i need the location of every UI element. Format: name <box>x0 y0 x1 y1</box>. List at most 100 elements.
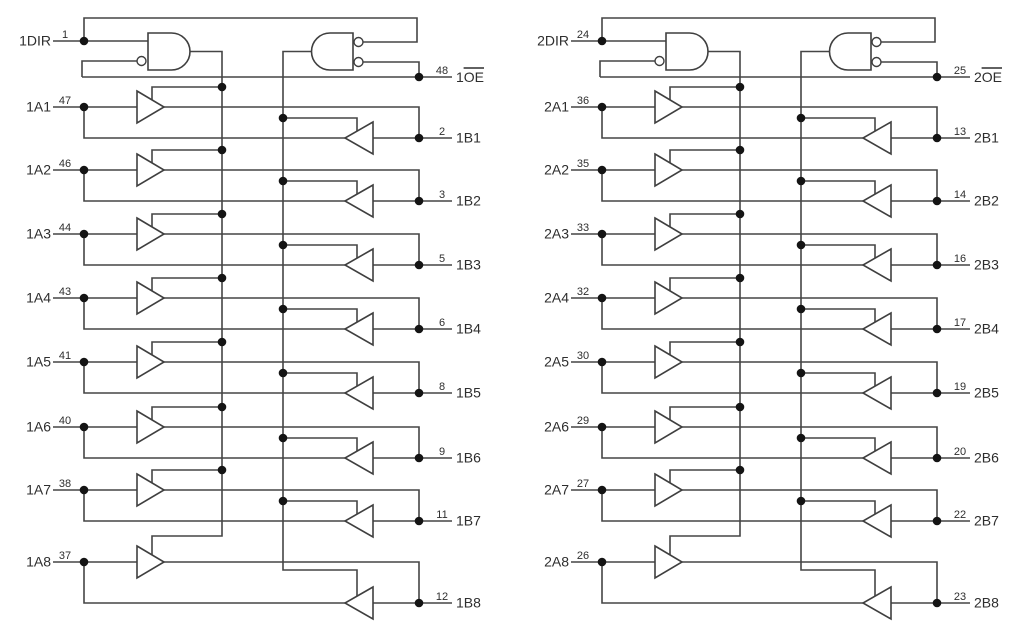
b-signal-label: 1B4 <box>456 321 481 337</box>
b-enable-stub-wire <box>283 372 358 386</box>
shapes-layer <box>136 32 374 621</box>
dir-top-rail-wire <box>601 17 936 43</box>
b-to-a-tristate-buffer-icon <box>343 440 374 476</box>
a-enable-stub-wire <box>151 213 222 227</box>
a-to-b-wire <box>164 361 420 393</box>
inverter-bubble-icon <box>136 55 147 67</box>
b-pin-junction-dot <box>414 133 424 143</box>
b-to-a-wire <box>601 107 863 139</box>
b-pin-number: 17 <box>954 317 966 329</box>
b-enable-stub-wire <box>801 117 876 131</box>
a-to-b-tristate-buffer-icon <box>136 216 166 252</box>
a-signal-label: 2A6 <box>544 419 569 435</box>
a-to-b-tristate-buffer-icon <box>654 409 684 445</box>
a-enable-stub-wire <box>151 469 222 483</box>
b-enable-stub-wire <box>283 308 358 322</box>
oe-to-gate1-wire <box>599 60 655 77</box>
dir-signal-label: 1DIR <box>19 33 51 49</box>
b-enable-stub-wire <box>801 372 876 386</box>
b-to-a-wire <box>83 234 345 266</box>
b-pin-junction-dot <box>414 598 424 608</box>
b-enable-stub-wire <box>283 244 358 258</box>
b-pin-number: 11 <box>436 509 447 521</box>
oe-signal-label: 2OE <box>974 69 1002 85</box>
a-to-b-wire <box>682 361 938 393</box>
b-to-a-wire <box>601 562 863 604</box>
a-signal-label: 2A5 <box>544 354 569 370</box>
oe-label-prefix: 2 <box>974 69 982 85</box>
b-to-a-wire <box>601 490 863 522</box>
b-enable-rail-wire <box>800 50 876 596</box>
a-to-b-wire <box>164 489 420 521</box>
b-pin-junction-dot <box>932 260 942 270</box>
a-pin-junction-dot <box>597 165 607 175</box>
a-pin-number: 46 <box>59 158 71 170</box>
a-to-b-tristate-buffer-icon <box>136 344 166 380</box>
a-signal-label: 1A1 <box>26 99 51 115</box>
a-to-b-wire <box>164 561 420 603</box>
dir-pin-number: 24 <box>577 29 589 41</box>
b-signal-label: 1B7 <box>456 513 481 529</box>
a-pin-junction-dot <box>79 165 89 175</box>
b-enable-junction-dot <box>278 304 288 314</box>
wires-layer <box>53 17 452 604</box>
a-to-b-tristate-buffer-icon <box>654 152 684 188</box>
wires-layer <box>571 17 970 604</box>
a-pin-junction-dot <box>79 485 89 495</box>
oe-to-gate2-wire <box>881 61 938 77</box>
dots-layer <box>79 36 424 608</box>
b-signal-label: 2B3 <box>974 257 999 273</box>
b-enable-junction-dot <box>796 176 806 186</box>
a-pin-junction-dot <box>597 485 607 495</box>
a-to-b-wire <box>164 106 420 138</box>
a-pin-number: 36 <box>577 95 589 107</box>
a-enable-junction-dot <box>217 465 227 475</box>
b-to-a-tristate-buffer-icon <box>861 120 892 156</box>
a-to-b-tristate-buffer-icon <box>136 280 166 316</box>
a-pin-junction-dot <box>597 422 607 432</box>
a-to-b-wire <box>164 233 420 265</box>
b-pin-number: 13 <box>954 126 966 138</box>
a-enable-junction-dot <box>217 337 227 347</box>
b-enable-junction-dot <box>278 496 288 506</box>
a-pin-number: 27 <box>577 478 589 490</box>
a-enable-stub-wire <box>669 469 740 483</box>
a-to-b-wire <box>682 561 938 603</box>
a-to-b-wire <box>682 233 938 265</box>
a-to-b-wire <box>682 426 938 458</box>
inverter-bubble-icon <box>871 56 882 68</box>
b-signal-label: 1B2 <box>456 193 481 209</box>
a-enable-stub-wire <box>151 149 222 163</box>
a-pin-number: 47 <box>59 95 71 107</box>
b-enable-junction-dot <box>278 240 288 250</box>
dir-junction-dot <box>79 36 89 46</box>
a-to-b-wire <box>682 169 938 201</box>
b-to-a-enable-and-gate-icon <box>310 32 354 71</box>
b-to-a-tristate-buffer-icon <box>343 585 374 621</box>
a-enable-junction-dot <box>735 465 745 475</box>
a-signal-label: 2A3 <box>544 226 569 242</box>
a-enable-junction-dot <box>217 209 227 219</box>
a-signal-label: 1A3 <box>26 226 51 242</box>
b-pin-junction-dot <box>932 598 942 608</box>
oe-signal-label: 1OE <box>456 69 484 85</box>
b-pin-number: 19 <box>954 381 966 393</box>
b-signal-label: 1B3 <box>456 257 481 273</box>
a-to-b-enable-and-gate-icon <box>665 32 709 71</box>
a-enable-stub-wire <box>151 406 222 420</box>
a-pin-number: 43 <box>59 286 71 298</box>
b-enable-junction-dot <box>796 304 806 314</box>
a-pin-number: 30 <box>577 350 589 362</box>
a-enable-junction-dot <box>217 402 227 412</box>
a-pin-junction-dot <box>597 557 607 567</box>
a-to-b-tristate-buffer-icon <box>654 280 684 316</box>
a-pin-junction-dot <box>79 557 89 567</box>
b-pin-number: 9 <box>439 446 445 458</box>
b-to-a-tristate-buffer-icon <box>861 247 892 283</box>
b-pin-junction-dot <box>932 324 942 334</box>
a-to-b-wire <box>682 106 938 138</box>
